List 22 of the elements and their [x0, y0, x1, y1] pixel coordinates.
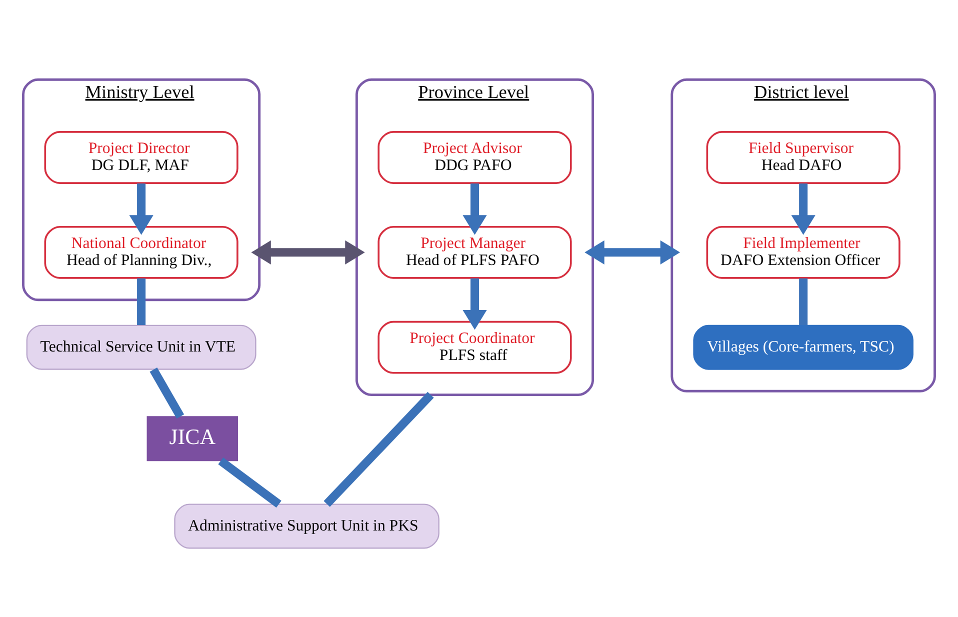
arrow [129, 183, 154, 234]
node-box: Project Director DG DLF, MAF [44, 130, 238, 184]
node-box: National Coordinator Head of Planning Div., [44, 225, 238, 278]
connector [324, 391, 434, 506]
connector [150, 366, 184, 418]
node-box: Field Implementer DAFO Extension Officer [706, 225, 900, 278]
arrow [462, 183, 487, 234]
node-box: Project Advisor DDG PAFO [378, 130, 572, 184]
node-box: Field Supervisor Head DAFO [706, 130, 900, 184]
node-box: JICA [146, 416, 238, 461]
connector [799, 278, 808, 325]
node-box: Project Coordinator PLFS staff [378, 320, 572, 374]
arrow [251, 240, 365, 264]
connector [218, 456, 282, 508]
node-box: Administrative Support Unit in PKS [174, 503, 440, 548]
node-box: Project Manager Head of PLFS PAFO [378, 225, 572, 278]
arrow [462, 278, 487, 330]
arrow [584, 240, 680, 264]
node-box: Villages (Core-farmers, TSC) [693, 324, 914, 370]
arrow [791, 183, 816, 234]
node-box: Technical Service Unit in VTE [26, 324, 256, 370]
connector [137, 278, 146, 325]
